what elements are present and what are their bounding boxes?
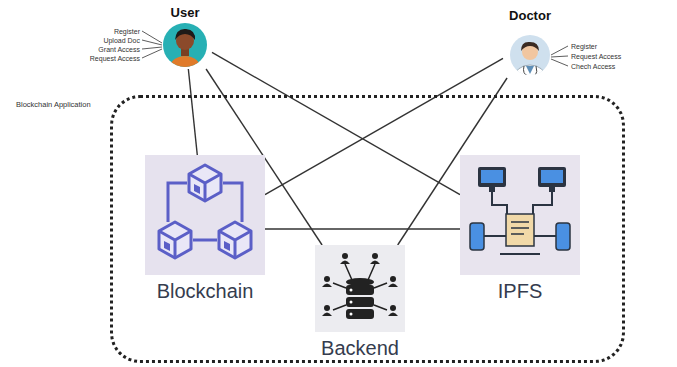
icon-ground <box>145 155 265 275</box>
database-dot <box>350 313 353 316</box>
icon-ground <box>315 245 405 332</box>
region-title: Blockchain Application <box>16 100 91 109</box>
leader-line <box>142 40 162 45</box>
block-cube <box>159 222 191 258</box>
node-label: Backend <box>321 336 399 360</box>
phone <box>556 223 570 250</box>
node-label: IPFS <box>498 279 542 303</box>
leader-line <box>551 46 568 55</box>
ipfs-icon <box>460 155 580 275</box>
link-line <box>333 264 387 310</box>
application-region: Blockchain ApplicationBlockchainBackendI… <box>110 95 625 363</box>
person-icon <box>388 276 398 287</box>
block-cube <box>189 165 221 201</box>
database <box>346 285 374 295</box>
doctor-avatar <box>510 35 550 91</box>
database-dot <box>350 301 353 304</box>
avatar-shirt <box>169 56 201 82</box>
icon-ground <box>460 155 580 275</box>
monitor <box>538 167 566 187</box>
node-label: Doctor <box>509 8 551 24</box>
action-label: Register <box>114 27 140 36</box>
actor-box: Doctor <box>503 8 557 78</box>
avatar-ground <box>510 35 550 75</box>
connector-line <box>265 228 460 229</box>
monitor-screen <box>541 170 563 183</box>
backend-icon <box>315 245 405 332</box>
database-dot <box>350 289 353 292</box>
action-label: Register <box>571 42 597 51</box>
component-box: Backend <box>315 245 405 360</box>
base-line <box>500 253 540 255</box>
action-label: Chech Access <box>571 62 615 71</box>
avatar-shirt <box>526 66 534 74</box>
action-label: Upload Doc <box>103 36 140 45</box>
action-label: Request Access <box>90 54 140 63</box>
user-avatar <box>163 23 207 82</box>
monitor-stand <box>489 187 495 192</box>
stethoscope <box>524 66 537 76</box>
person-icon <box>370 253 380 264</box>
node-label: Blockchain <box>157 279 254 303</box>
database <box>346 278 374 286</box>
database <box>346 309 374 319</box>
leader-line <box>142 49 162 58</box>
person-icon <box>322 276 332 287</box>
leader-line <box>142 31 162 43</box>
connector-line <box>188 69 197 155</box>
block-cube <box>219 222 251 258</box>
avatar-hair <box>175 29 195 40</box>
monitor-screen <box>481 170 503 183</box>
leader-line <box>551 56 568 57</box>
leader-line <box>551 59 568 66</box>
monitor <box>478 167 506 187</box>
avatar-hair <box>521 42 539 51</box>
phone <box>470 223 484 250</box>
action-label: Request Access <box>571 52 621 61</box>
node-label: User <box>171 5 200 21</box>
actor-box: User <box>158 5 212 69</box>
blockchain-icon <box>145 155 265 275</box>
avatar-coat <box>514 65 546 91</box>
person-icon <box>322 305 332 316</box>
leader-line <box>142 47 162 49</box>
component-box: Blockchain <box>145 155 265 303</box>
monitor-stand <box>549 187 555 192</box>
person-icon <box>388 305 398 316</box>
component-box: IPFS <box>460 155 580 303</box>
document-lines <box>511 222 529 234</box>
database <box>346 297 374 307</box>
action-label: Grant Access <box>98 45 140 54</box>
leader-lines <box>142 31 568 66</box>
document-box <box>506 214 534 246</box>
person-icon <box>340 253 350 264</box>
